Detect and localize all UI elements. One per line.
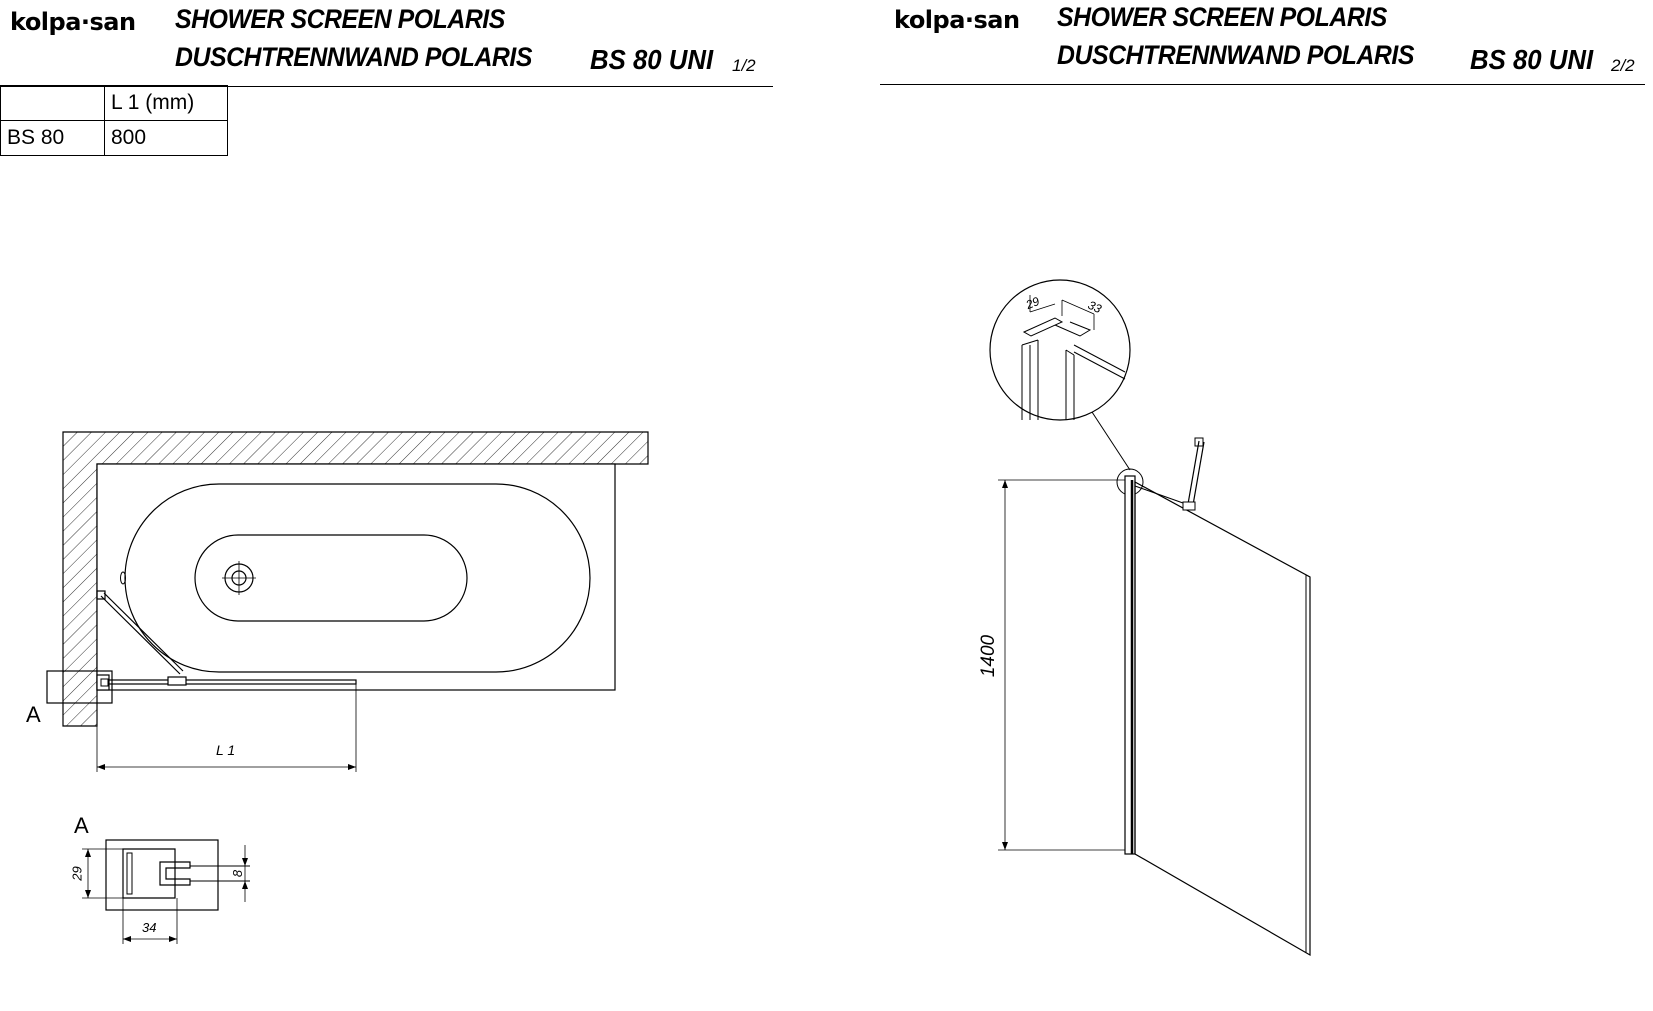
glass-panel [1134, 480, 1311, 957]
sheet-2: kolpa·san SHOWER SCREEN POLARIS DUSCHTRE… [880, 0, 1653, 1011]
table-cell: 800 [104, 120, 228, 156]
title-en: SHOWER SCREEN POLARIS [175, 4, 505, 34]
sheet-1: kolpa·san SHOWER SCREEN POLARIS DUSCHTRE… [0, 0, 780, 1011]
header-rule [0, 86, 773, 87]
overflow-icon [120, 571, 126, 585]
brand-logo: kolpa·san [894, 6, 1020, 34]
detail-label: A [74, 813, 89, 838]
title-de: DUSCHTRENNWAND POLARIS [1057, 40, 1414, 70]
tub-floor [194, 534, 468, 622]
table-cell: L 1 (mm) [104, 85, 228, 121]
detail-frame [105, 839, 219, 911]
wall-bracket [96, 590, 106, 600]
detail-dim-width: 34 [142, 920, 157, 935]
plan-dim-label: L 1 [216, 742, 236, 758]
detail-dim-height: 29 [69, 866, 85, 881]
page-number: 2/2 [1611, 56, 1635, 75]
elevation-drawing [989, 279, 1311, 957]
detail-a-frame [46, 670, 113, 704]
table-cell: BS 80 [0, 120, 105, 156]
dimension-table: L 1 (mm) BS 80 800 [0, 85, 228, 156]
plan-view-drawing [46, 431, 649, 772]
stabilizer-bracket [1194, 437, 1204, 447]
page-number: 1/2 [732, 56, 756, 75]
model-code: BS 80 UNI [1470, 44, 1594, 75]
table-header-row: L 1 (mm) [0, 85, 228, 121]
model-code: BS 80 UNI [590, 44, 714, 75]
header-rule [880, 84, 1645, 85]
plan-detail-marker: A [26, 702, 41, 727]
table-row: BS 80 800 [0, 120, 228, 156]
elevation-dim-height: 1400 [978, 634, 1000, 678]
bathtub-outline [96, 463, 616, 691]
brand-logo: kolpa·san [10, 8, 136, 36]
wall-profile [1124, 475, 1136, 855]
title-en: SHOWER SCREEN POLARIS [1057, 2, 1387, 32]
glass-clamp [167, 676, 187, 686]
glass-clamp [1182, 501, 1196, 511]
detail-a-drawing [82, 839, 250, 944]
zoom-detail-circle [989, 279, 1131, 421]
title-de: DUSCHTRENNWAND POLARIS [175, 42, 532, 72]
detail-dim-glass: 8 [230, 869, 246, 878]
